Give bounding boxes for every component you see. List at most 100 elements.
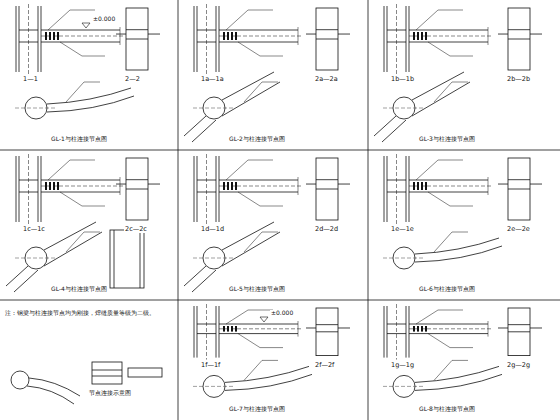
drawing-line: [222, 222, 274, 250]
drawing-line: [41, 192, 120, 193]
drawing-line: [530, 327, 542, 328]
bolt-mark: [413, 326, 415, 332]
section-view: [316, 158, 338, 220]
drawing-line: [116, 184, 126, 185]
section-view: [508, 8, 530, 70]
drawing-line: [226, 10, 273, 30]
drawing-line: [222, 232, 280, 266]
drawing-line: [238, 334, 283, 348]
drawing-line: [316, 331, 338, 332]
bolt-mark: [227, 32, 229, 40]
bolt-mark: [223, 32, 225, 40]
drawing-line: [41, 180, 120, 181]
bolt-mark: [231, 32, 233, 40]
small-detail: [92, 362, 122, 384]
drawing-line: [19, 6, 20, 72]
drawing-line: [193, 258, 235, 259]
section-label: 2—2: [124, 76, 141, 83]
drawing-line: [387, 42, 406, 43]
drawing-line: [306, 34, 316, 35]
drawing-line: [19, 192, 38, 193]
drawing-line: [44, 232, 102, 266]
drawing-line: [219, 192, 298, 193]
drawing-line: [16, 6, 17, 72]
drawing-line: [194, 156, 195, 222]
section-label: 2c—2c: [124, 226, 148, 233]
drawing-line: [338, 34, 350, 35]
elevation-label: ±0.000: [92, 16, 116, 23]
drawing-line: [409, 42, 488, 43]
drawing-line: [41, 156, 42, 222]
drawing-line: [409, 324, 488, 325]
drawing-line: [60, 42, 105, 56]
drawing-line: [216, 6, 217, 72]
bolt-mark: [425, 32, 427, 40]
drawing-line: [226, 160, 273, 180]
drawing-line: [48, 160, 95, 180]
caption-text: GL-1与柱连接节点图: [50, 136, 108, 143]
drawing-line: [197, 30, 216, 31]
drawing-line: [338, 184, 350, 185]
drawing-line: [508, 179, 530, 180]
drawing-line: [338, 327, 350, 328]
drawing-line: [16, 156, 17, 222]
drawing-line: [387, 180, 406, 181]
drawing-line: [66, 232, 100, 252]
drawing-line: [197, 192, 216, 193]
drawing-line: [383, 386, 425, 387]
drawing-line: [387, 192, 406, 193]
caption-text: GL-5与柱连接节点图: [228, 286, 286, 293]
drawing-line: [184, 266, 206, 286]
section-view: [508, 308, 530, 356]
drawing-line: [428, 334, 473, 348]
drawing-line: [19, 42, 38, 43]
drawing-line: [197, 324, 216, 325]
drawing-line: [396, 304, 397, 360]
drawing-line: [498, 327, 508, 328]
drawing-line: [244, 82, 278, 102]
drawing-line: [409, 6, 410, 72]
caption-text: GL-3与柱连接节点图: [418, 136, 476, 143]
drawing-line: [508, 39, 530, 40]
drawing-line: [316, 189, 338, 190]
drawing-line: [298, 177, 299, 195]
drawing-line: [238, 192, 283, 206]
drawing-line: [488, 177, 489, 195]
drawing-line: [226, 310, 273, 324]
bolt-mark: [53, 32, 55, 40]
drawing-line: [219, 156, 220, 222]
drawing-line: [244, 232, 278, 252]
drawing-line: [428, 42, 473, 56]
drawing-line: [409, 30, 488, 31]
bolt-mark: [421, 32, 423, 40]
drawing-line: [244, 360, 278, 380]
section-label: 1e—1e: [390, 226, 415, 233]
drawing-line: [219, 42, 298, 43]
drawing-line: [406, 156, 407, 222]
drawing-line: [383, 108, 425, 109]
drawing-line: [409, 333, 488, 334]
drawing-line: [409, 156, 410, 222]
drawing-line: [92, 376, 122, 377]
drawing-line: [206, 4, 207, 74]
bolt-mark: [417, 32, 419, 40]
drawing-line: [194, 306, 195, 358]
section-label: 1b—1b: [390, 76, 415, 83]
section-view: [126, 8, 148, 70]
section-view: [508, 158, 530, 220]
drawing-line: [19, 30, 38, 31]
drawing-line: [416, 10, 463, 30]
caption-text: GL-4与柱连接节点图: [50, 286, 108, 293]
drawing-line: [428, 192, 473, 206]
drawing-line: [382, 120, 406, 142]
caption-text: GL-8与柱连接节点图: [418, 406, 476, 413]
drawing-line: [298, 321, 299, 337]
drawing-line: [219, 306, 220, 358]
section-label: 1g—1g: [390, 362, 415, 369]
drawing-line: [197, 156, 198, 222]
drawing-line: [66, 82, 100, 102]
drawing-line: [41, 30, 120, 31]
drawing-line: [120, 177, 121, 195]
drawing-line: [219, 180, 298, 181]
